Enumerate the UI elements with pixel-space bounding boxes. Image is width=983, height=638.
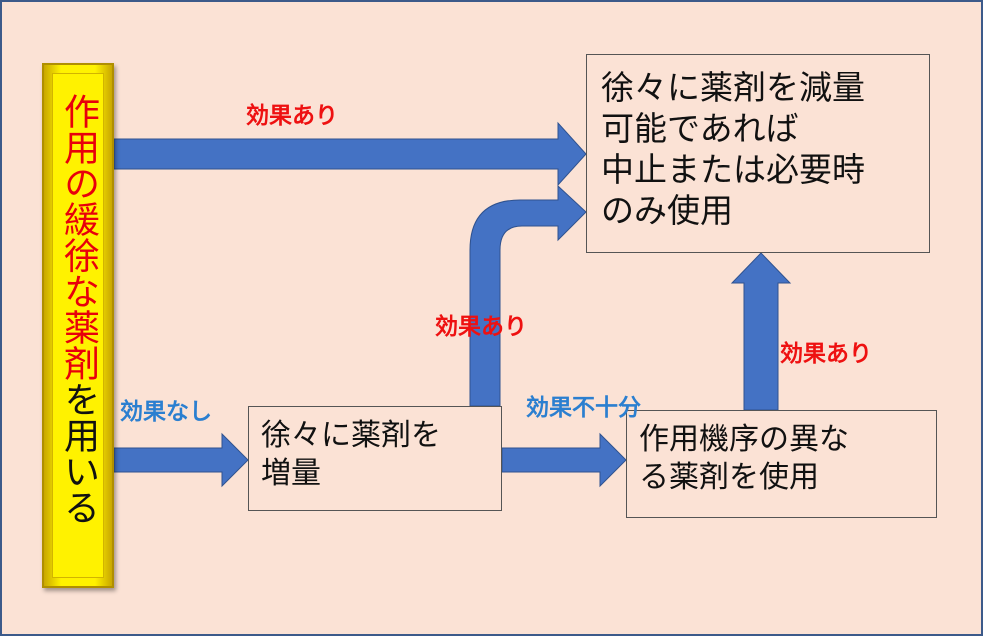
start-box: 作用の緩徐な薬剤を用いる [42, 63, 114, 588]
increase-dose-box: 徐々に薬剤を 増量 [248, 406, 502, 511]
arrow-start-to-result [113, 121, 587, 187]
change-drug-box: 作用機序の異な る薬剤を使用 [626, 410, 937, 518]
start-text-red: 作用の緩徐な薬剤 [58, 93, 99, 381]
label-insufficient: 効果不十分 [526, 395, 641, 421]
label-effective-mid: 効果あり [435, 314, 527, 340]
arrow-start-to-increase [113, 432, 249, 488]
result-box: 徐々に薬剤を減量 可能であれば 中止または必要時 のみ使用 [586, 54, 930, 253]
start-box-inner [52, 73, 104, 578]
arrow-increase-to-result [469, 184, 587, 407]
label-effective-right: 効果あり [780, 341, 872, 367]
start-text-black: を用いる [58, 381, 99, 525]
label-effective-top: 効果あり [246, 103, 338, 129]
start-text: 作用の緩徐な薬剤を用いる [44, 93, 112, 586]
arrow-change-to-result [730, 252, 792, 411]
arrow-increase-to-change [501, 432, 627, 488]
label-no-effect: 効果なし [120, 399, 212, 425]
